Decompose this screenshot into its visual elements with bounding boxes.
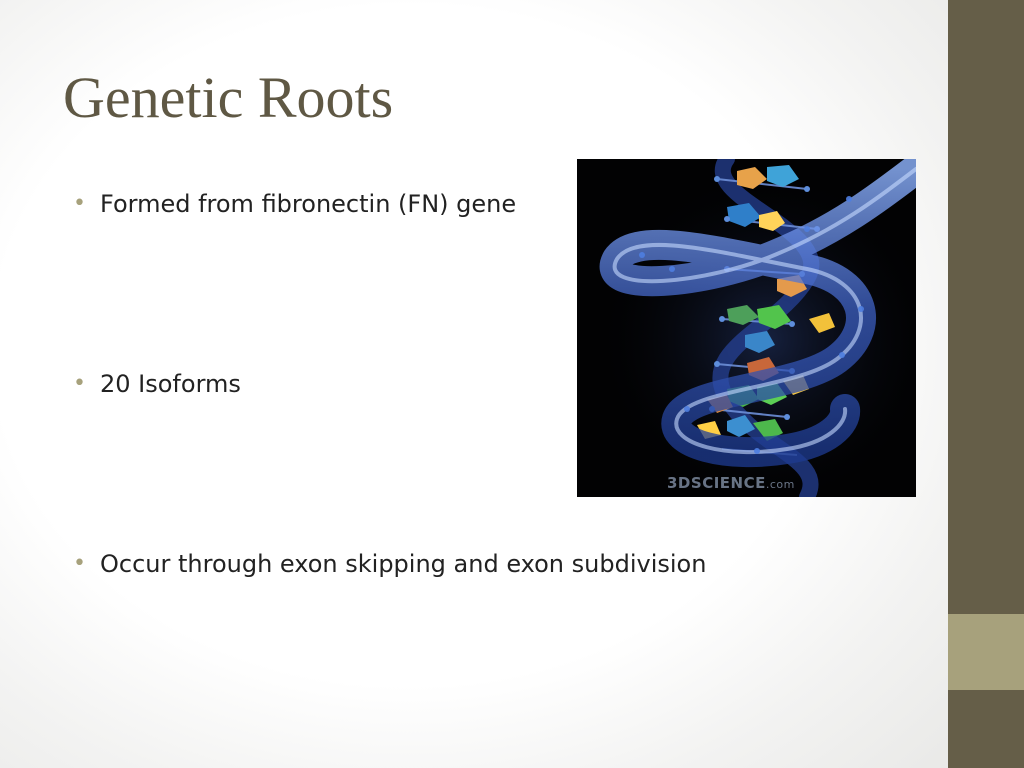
bullet-item: • Occur through exon skipping and exon s… bbox=[73, 548, 706, 580]
bullet-item: • Formed from fibronectin (FN) gene bbox=[73, 188, 516, 220]
bullet-dot-icon: • bbox=[73, 371, 86, 396]
bullet-text: Formed from fibronectin (FN) gene bbox=[100, 190, 517, 218]
bullet-item: • 20 Isoforms bbox=[73, 368, 241, 400]
slide: Genetic Roots • Formed from fibronectin … bbox=[63, 65, 916, 580]
bullet-text: 20 Isoforms bbox=[100, 370, 241, 398]
slide-title: Genetic Roots bbox=[63, 65, 394, 130]
image-watermark: 3DSCIENCE.com bbox=[667, 474, 795, 492]
watermark-suffix: .com bbox=[765, 478, 795, 491]
bullet-dot-icon: • bbox=[73, 191, 86, 216]
dna-helix-image: 3DSCIENCE.com bbox=[577, 159, 916, 497]
bullet-dot-icon: • bbox=[73, 551, 86, 576]
dna-helix-icon bbox=[577, 159, 916, 497]
watermark-text: 3DSCIENCE bbox=[667, 474, 766, 492]
side-accent-block bbox=[948, 614, 1024, 690]
bullet-text: Occur through exon skipping and exon sub… bbox=[100, 550, 707, 578]
